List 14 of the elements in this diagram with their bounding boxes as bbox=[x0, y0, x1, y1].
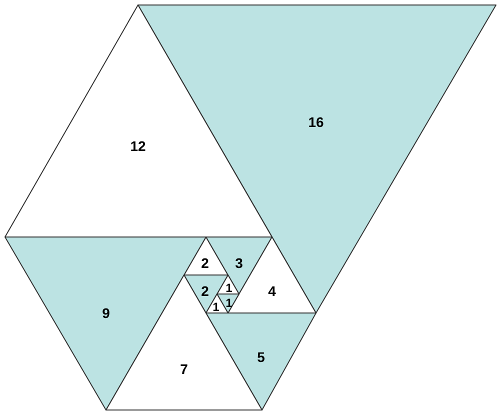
triangle-number: 12 bbox=[130, 138, 146, 154]
triangle bbox=[206, 312, 316, 410]
triangle-number: 1 bbox=[226, 281, 232, 295]
triangle-number: 1 bbox=[212, 300, 220, 314]
triangle-number: 5 bbox=[257, 349, 265, 365]
triangle-number: 2 bbox=[201, 283, 209, 299]
triangle-number: 1 bbox=[226, 296, 232, 310]
triangle-number: 16 bbox=[308, 114, 324, 130]
triangle-number: 4 bbox=[268, 283, 276, 299]
triangle-number: 7 bbox=[180, 361, 188, 377]
triangle-number: 9 bbox=[102, 305, 110, 321]
triangle-number: 2 bbox=[201, 255, 209, 271]
triangle-number: 3 bbox=[235, 255, 243, 271]
triangle bbox=[4, 4, 272, 238]
